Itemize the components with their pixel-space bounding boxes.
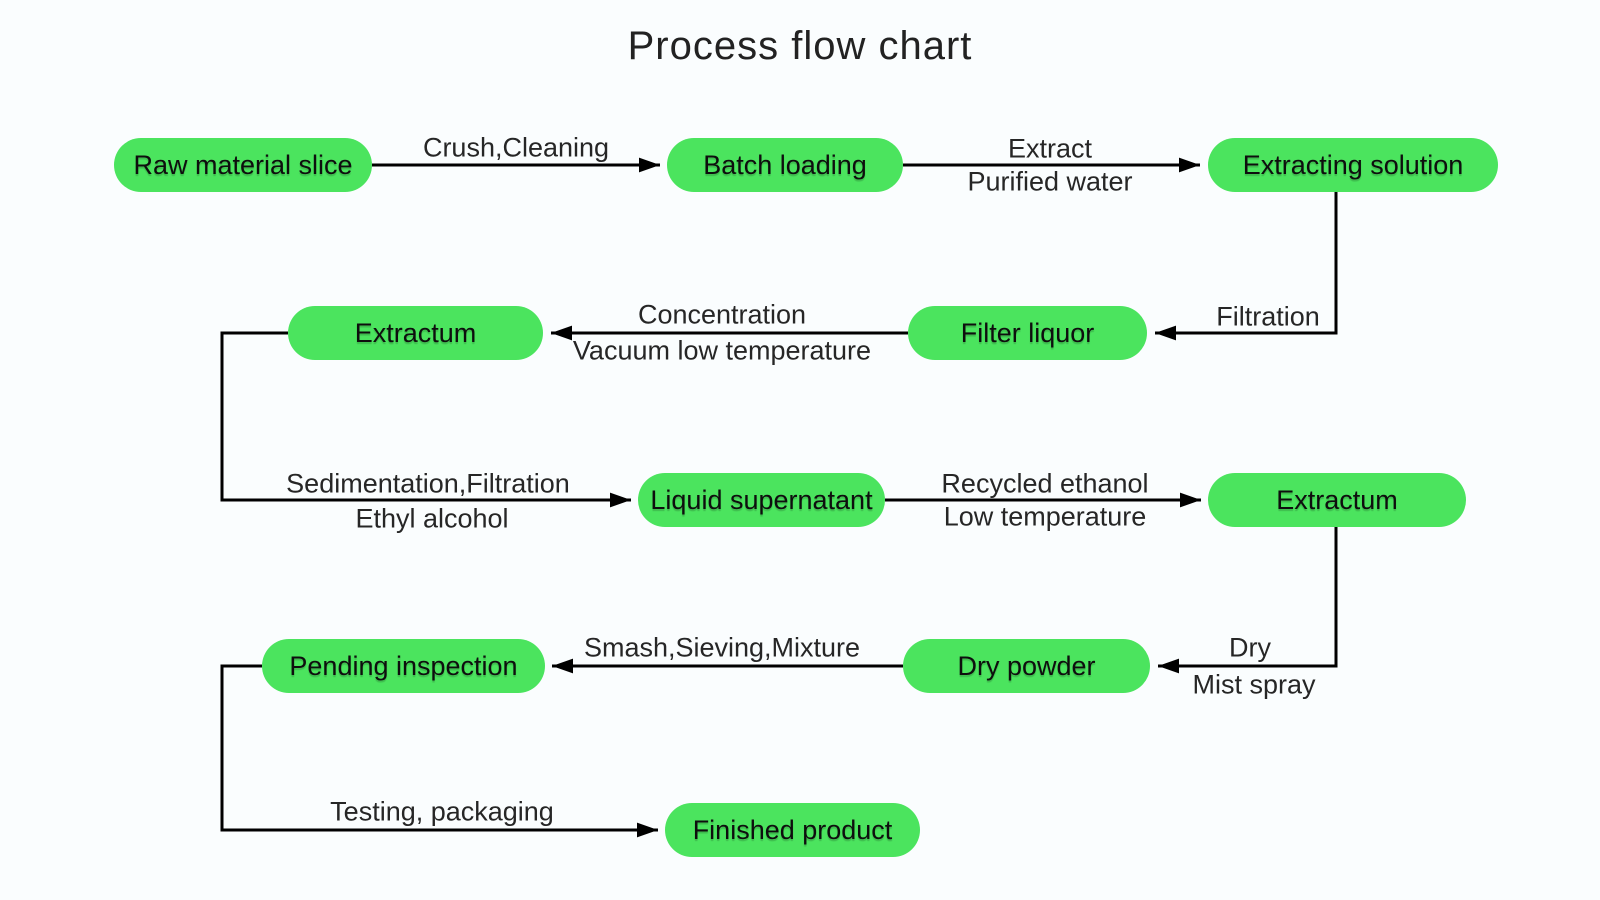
edge-extracting-to-filter: [1155, 192, 1338, 341]
edge-label-extractum1-to-liquid: Sedimentation,Filtration: [286, 468, 570, 499]
edge-label-liquid-to-extractum2: Recycled ethanol: [941, 468, 1149, 499]
edge-pending-to-finished: [220, 664, 658, 838]
node-filter-liquor: Filter liquor: [908, 306, 1147, 360]
edge-label-pending-to-finished: Testing, packaging: [330, 796, 554, 827]
edge-label-filter-to-extractum1: Concentration: [637, 299, 807, 330]
node-extractum-1: Extractum: [288, 306, 543, 360]
edge-label-extractum2-to-dry: Dry: [1229, 632, 1271, 663]
edge-label-extractum1-to-liquid-line2: Ethyl alcohol: [355, 503, 509, 534]
edge-label-batch-to-extracting-line2: Purified water: [967, 166, 1133, 197]
edge-extractum2-to-dry: [1158, 527, 1338, 674]
node-pending-inspection: Pending inspection: [262, 639, 545, 693]
edge-label-dry-to-pending: Smash,Sieving,Mixture: [583, 632, 861, 663]
edge-label-filter-to-extractum1-line2: Vacuum low temperature: [572, 335, 872, 366]
node-finished-product: Finished product: [665, 803, 920, 857]
edge-label-liquid-to-extractum2-line2: Low temperature: [943, 501, 1147, 532]
node-liquid-supernatant: Liquid supernatant: [638, 473, 885, 527]
edge-label-extractum2-to-dry-line2: Mist spray: [1192, 669, 1316, 700]
edge-extractum1-to-liquid: [220, 331, 631, 508]
edge-label-extracting-to-filter: Filtration: [1216, 301, 1320, 332]
node-dry-powder: Dry powder: [903, 639, 1150, 693]
node-raw-material-slice: Raw material slice: [114, 138, 372, 192]
page-title: Process flow chart: [627, 24, 973, 68]
node-extracting-solution: Extracting solution: [1208, 138, 1498, 192]
node-extractum-2: Extractum: [1208, 473, 1466, 527]
node-batch-loading: Batch loading: [667, 138, 903, 192]
edge-label-raw-to-batch: Crush,Cleaning: [422, 132, 610, 163]
edge-label-batch-to-extracting: Extract: [1007, 133, 1093, 164]
